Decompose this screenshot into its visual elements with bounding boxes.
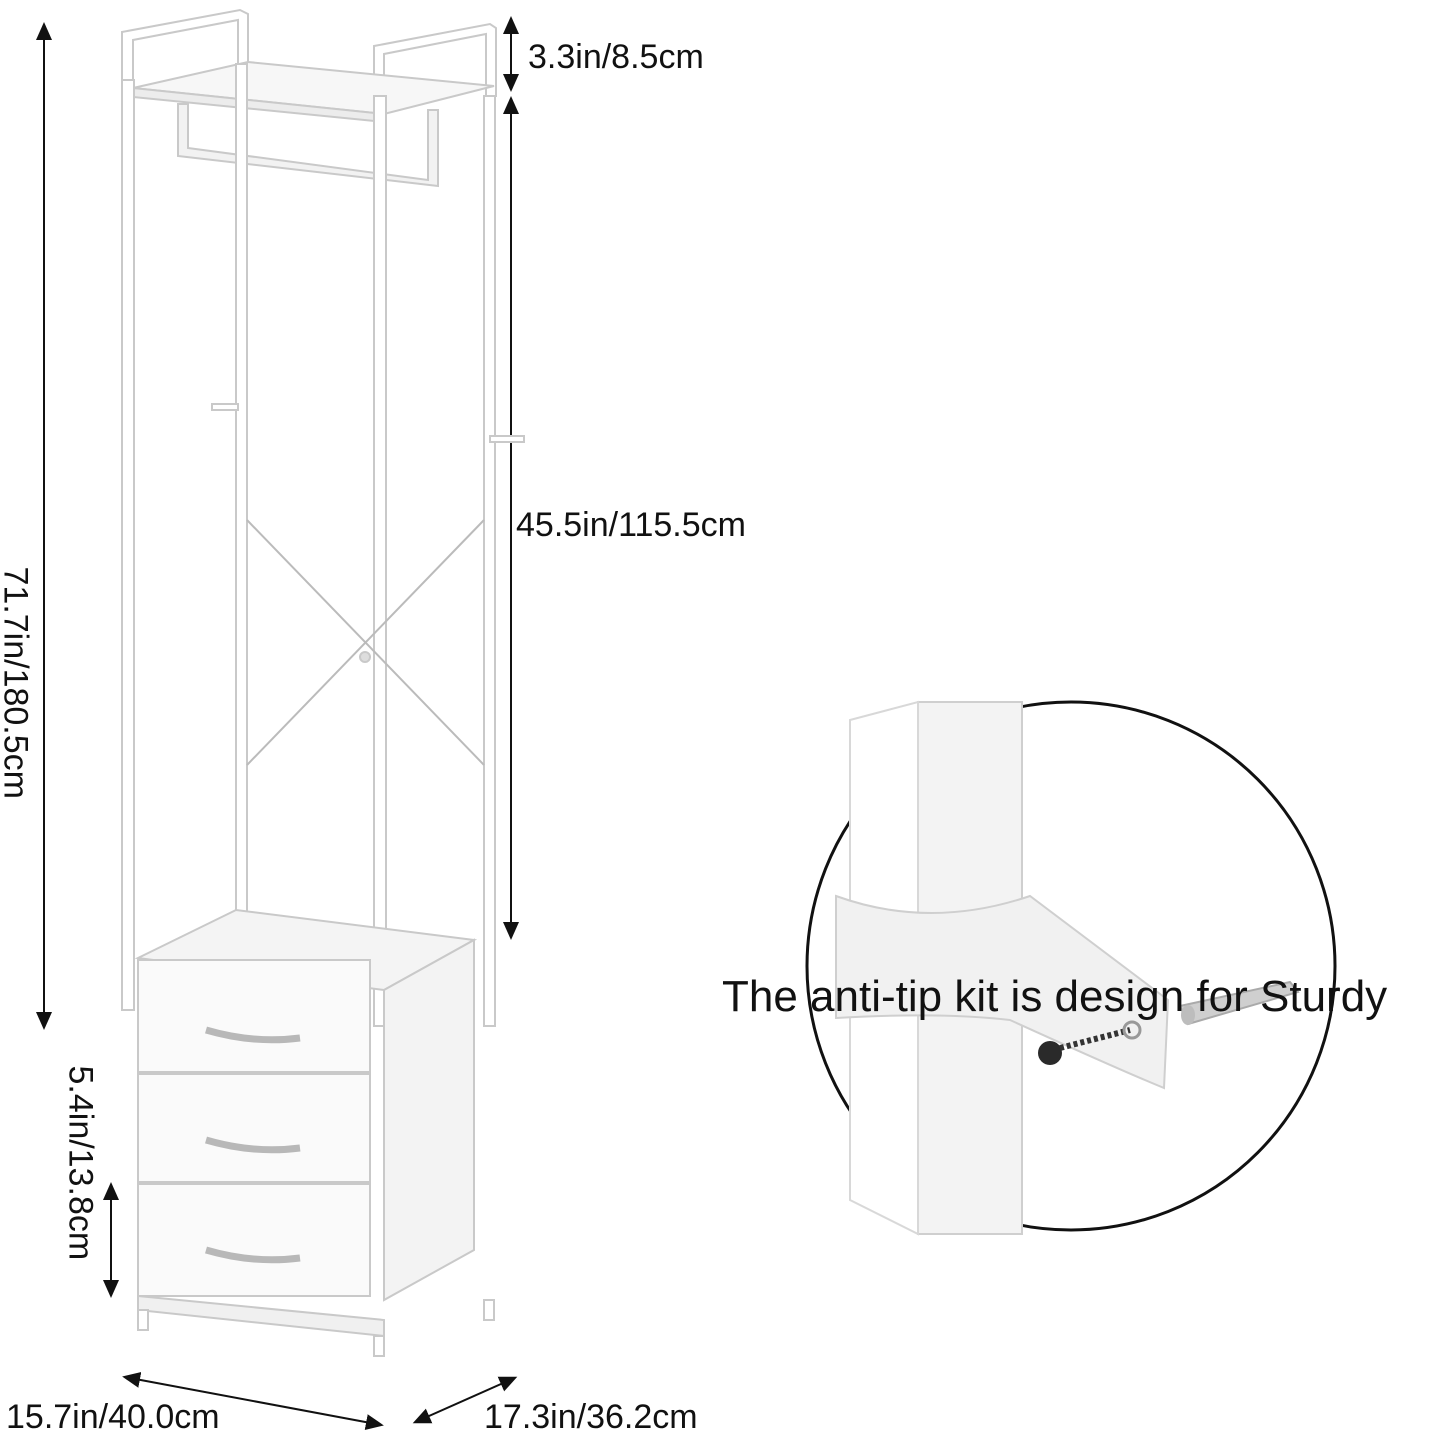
depth-arrow (412, 1376, 518, 1424)
wardrobe-rack (121, 8, 525, 1357)
width-arrow (122, 1371, 384, 1431)
width-label: 15.7in/40.0cm (6, 1398, 220, 1436)
hanging-height-label: 45.5in/115.5cm (516, 506, 746, 544)
total-height-label: 71.7in/180.5cm (0, 566, 35, 800)
detail-strap (835, 894, 1170, 1090)
screw-head (1038, 1041, 1062, 1065)
dimension-lines (36, 15, 519, 1431)
anti-tip-detail (805, 700, 1337, 1236)
anti-tip-caption: The anti-tip kit is design for Sturdy (722, 972, 1388, 1021)
drawer-height-label: 5.4in/13.8cm (61, 1065, 100, 1261)
depth-label: 17.3in/36.2cm (484, 1398, 698, 1436)
top-gap-label: 3.3in/8.5cm (528, 38, 704, 76)
